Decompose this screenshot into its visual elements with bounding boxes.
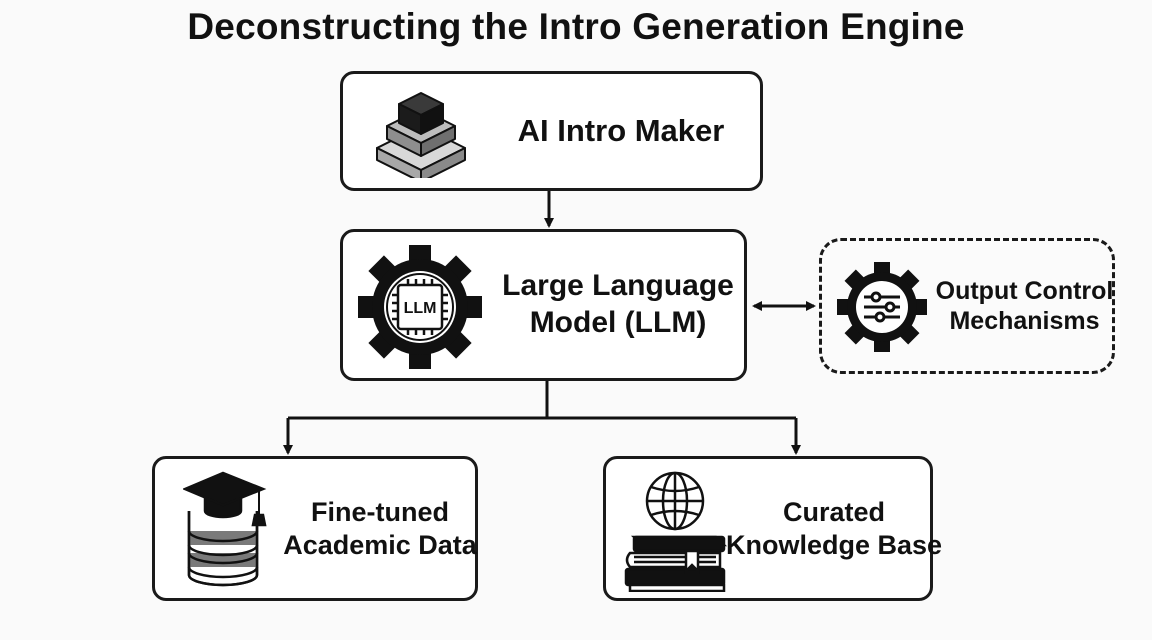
node-ai-intro-maker: AI Intro Maker <box>340 71 763 191</box>
node-academic-data: Fine-tuned Academic Data <box>152 456 478 601</box>
node-llm-label: Large Language Model (LLM) <box>502 269 734 339</box>
node-knowledge-base-label: Curated Knowledge Base <box>725 496 943 560</box>
graduation-cap-database-icon <box>183 471 267 587</box>
node-ai-intro-maker-label: AI Intro Maker <box>517 113 725 149</box>
chip-label: LLM <box>404 300 437 317</box>
gear-sliders-icon <box>837 262 927 352</box>
diagram-title: Deconstructing the Intro Generation Engi… <box>187 6 965 47</box>
branch-llm-to-sources <box>283 381 801 455</box>
node-output-control-label: Output Control Mechanisms <box>935 276 1114 336</box>
node-academic-data-label: Fine-tuned Academic Data <box>283 496 477 560</box>
gear-chip-icon: LLM <box>358 245 482 369</box>
node-llm: LLM Large Language Model (LLM) <box>340 229 747 381</box>
stacked-layers-icon <box>376 92 466 178</box>
globe-books-icon <box>624 471 728 592</box>
node-output-control: Output Control Mechanisms <box>819 238 1115 374</box>
node-knowledge-base: Curated Knowledge Base <box>603 456 943 601</box>
